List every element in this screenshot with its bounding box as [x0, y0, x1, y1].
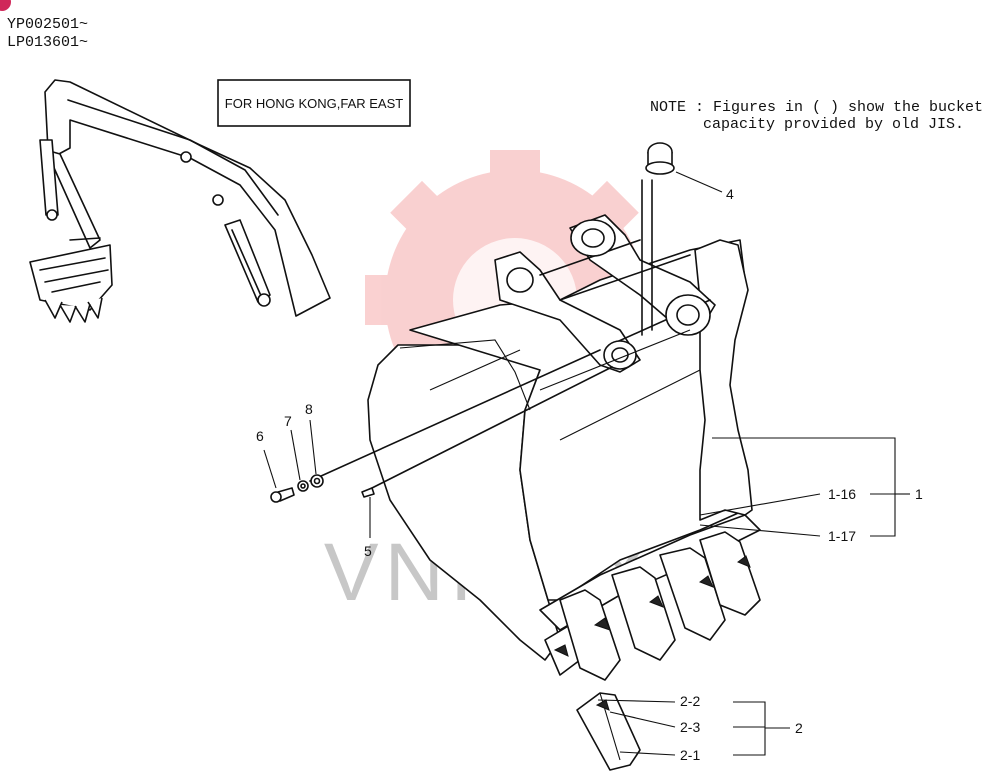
callout-2-1: 2-1 [680, 747, 700, 763]
note-line-1: NOTE : Figures in ( ) show the bucket [650, 99, 983, 116]
callout-7: 7 [284, 413, 292, 429]
bucket-assembly [309, 142, 761, 661]
callout-1: 1 [915, 486, 923, 502]
page-marker-icon [0, 0, 11, 11]
excavator-arm-thumbnail [29, 79, 331, 323]
pin-hardware [270, 474, 375, 503]
serial-range-2: LP013601~ [7, 34, 88, 51]
bushing-part [645, 142, 675, 175]
note-line-2: capacity provided by old JIS. [703, 116, 964, 133]
tooth-exploded [576, 692, 641, 771]
callout-leaders [263, 171, 910, 756]
region-label: FOR HONG KONG,FAR EAST [225, 96, 403, 111]
serial-range-1: YP002501~ [7, 16, 88, 33]
callout-6: 6 [256, 428, 264, 444]
bucket-teeth [544, 531, 761, 681]
callout-1-16: 1-16 [828, 486, 856, 502]
callout-2-2: 2-2 [680, 693, 700, 709]
callout-8: 8 [305, 401, 313, 417]
callout-4: 4 [726, 186, 734, 202]
callout-2: 2 [795, 720, 803, 736]
callout-2-3: 2-3 [680, 719, 700, 735]
region-box [217, 79, 411, 127]
callout-1-17: 1-17 [828, 528, 856, 544]
callout-5: 5 [364, 543, 372, 559]
